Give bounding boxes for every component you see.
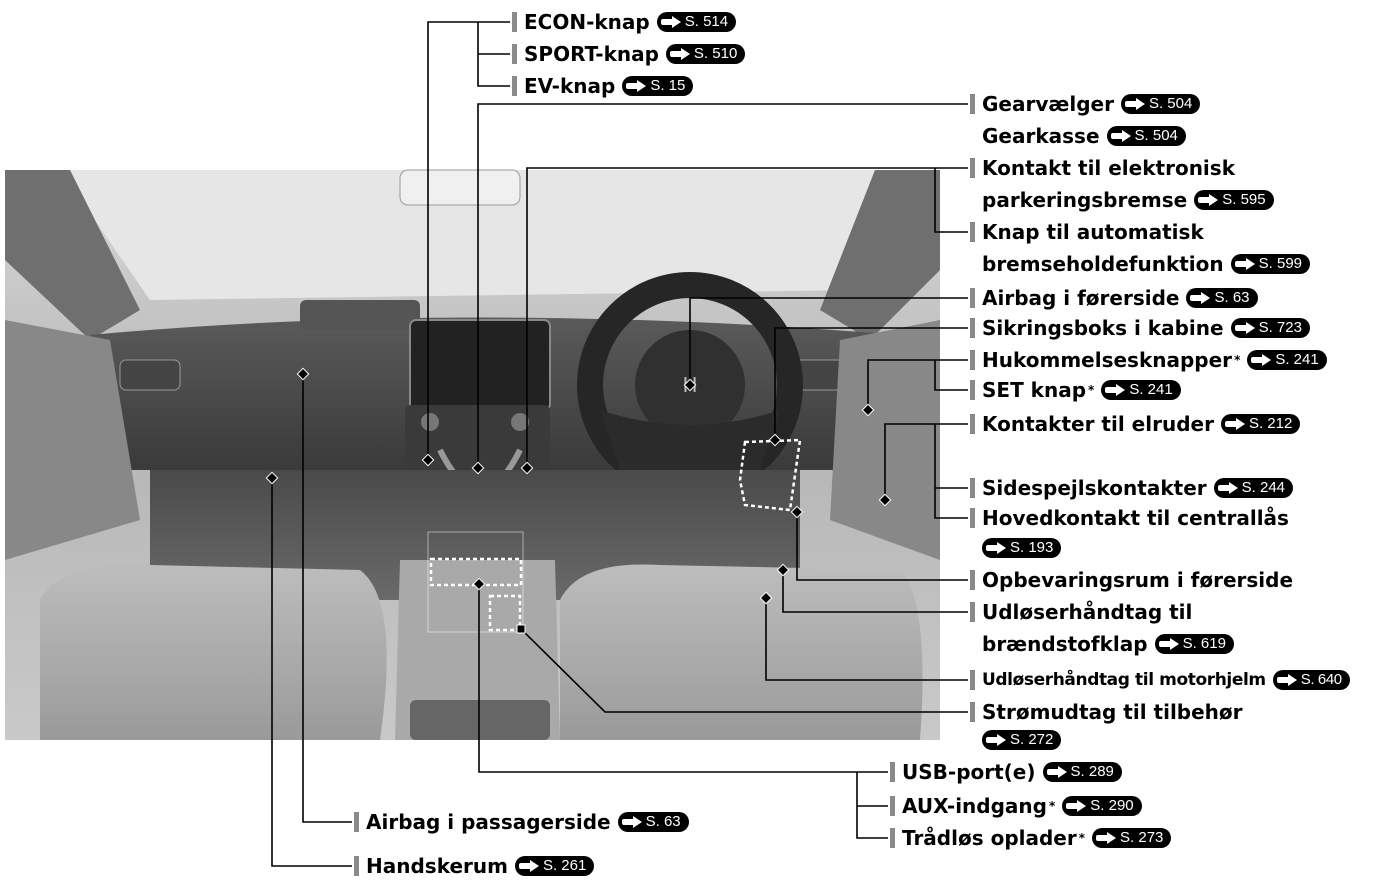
- arrow-right-icon: [986, 734, 1006, 746]
- arrow-right-icon: [1190, 292, 1211, 304]
- page-ref-badge[interactable]: S. 241: [1101, 380, 1181, 400]
- callout-central-lock-line1: Hovedkontakt til centrallås: [970, 506, 1289, 530]
- arrow-right-icon: [1110, 130, 1131, 142]
- marker-points: [265, 367, 892, 634]
- arrow-right-icon: [1224, 418, 1245, 430]
- arrow-right-icon: [1251, 354, 1272, 366]
- arrow-right-icon: [669, 48, 690, 60]
- page-ref-badge[interactable]: S. 244: [1213, 478, 1294, 498]
- callout-accessory-socket-line1: Strømudtag til tilbehør: [970, 700, 1243, 724]
- callout-aux-input: AUX-indgang*S. 290: [890, 794, 1142, 818]
- page-ref-badge[interactable]: S. 595: [1194, 190, 1274, 210]
- page-ref-badge[interactable]: S. 504: [1106, 126, 1186, 146]
- arrow-right-icon: [1276, 674, 1297, 686]
- arrow-right-icon: [621, 816, 642, 828]
- page-ref-badge[interactable]: S. 510: [665, 44, 746, 64]
- page-ref-badge[interactable]: S. 289: [1042, 762, 1122, 782]
- page-ref-badge[interactable]: S. 273: [1092, 828, 1172, 848]
- callout-set-button: SET knap*S. 241: [970, 378, 1181, 402]
- callout-memory-buttons: Hukommelsesknapper*S. 241: [970, 348, 1327, 372]
- callout-parking-brake-line1: Kontakt til elektronisk: [970, 156, 1235, 180]
- arrow-right-icon: [1158, 638, 1179, 650]
- arrow-right-icon: [660, 16, 681, 28]
- arrow-right-icon: [1066, 800, 1087, 812]
- page-ref-badge[interactable]: S. 241: [1247, 350, 1327, 370]
- page-ref-badge[interactable]: S. 63: [1186, 288, 1258, 308]
- callout-driver-storage: Opbevaringsrum i førerside: [970, 568, 1293, 592]
- callout-accessory-socket-line2: S. 272: [963, 730, 1062, 750]
- arrow-right-icon: [1124, 98, 1145, 110]
- interior-photo: H: [5, 169, 940, 740]
- page-ref-badge[interactable]: S. 193: [982, 538, 1062, 558]
- arrow-right-icon: [1096, 832, 1117, 844]
- page-ref-badge[interactable]: S. 640: [1272, 670, 1350, 690]
- arrow-right-icon: [986, 542, 1006, 554]
- arrow-right-icon: [1234, 258, 1255, 270]
- page-ref-badge[interactable]: S. 619: [1154, 634, 1234, 654]
- arrow-right-icon: [1234, 322, 1255, 334]
- callout-usb-ports: USB-port(e)S. 289: [890, 760, 1122, 784]
- page-ref-badge[interactable]: S. 261: [514, 856, 595, 876]
- page-ref-badge[interactable]: S. 212: [1220, 414, 1301, 434]
- leader-lines: [271, 21, 968, 867]
- arrow-right-icon: [1046, 766, 1067, 778]
- page-ref-badge[interactable]: S. 723: [1230, 318, 1310, 338]
- page-ref-badge[interactable]: S. 514: [656, 12, 737, 32]
- arrow-right-icon: [1198, 194, 1219, 206]
- page-ref-badge[interactable]: S. 290: [1062, 796, 1142, 816]
- page-ref-badge[interactable]: S. 272: [982, 730, 1062, 750]
- page-ref-badge[interactable]: S. 63: [617, 812, 689, 832]
- callout-brake-hold-line1: Knap til automatisk: [970, 220, 1204, 244]
- page-ref-badge[interactable]: S. 15: [622, 76, 694, 96]
- arrow-right-icon: [1105, 384, 1126, 396]
- arrow-right-icon: [626, 80, 647, 92]
- page-ref-badge[interactable]: S. 599: [1230, 254, 1311, 274]
- page-ref-badge[interactable]: S. 504: [1120, 94, 1201, 114]
- callout-fuel-lid-line1: Udløserhåndtag til: [970, 600, 1192, 624]
- callout-wireless-charger: Trådløs oplader*S. 273: [890, 826, 1172, 850]
- callout-central-lock-line2: S. 193: [963, 538, 1062, 558]
- arrow-right-icon: [1217, 482, 1238, 494]
- arrow-right-icon: [518, 860, 539, 872]
